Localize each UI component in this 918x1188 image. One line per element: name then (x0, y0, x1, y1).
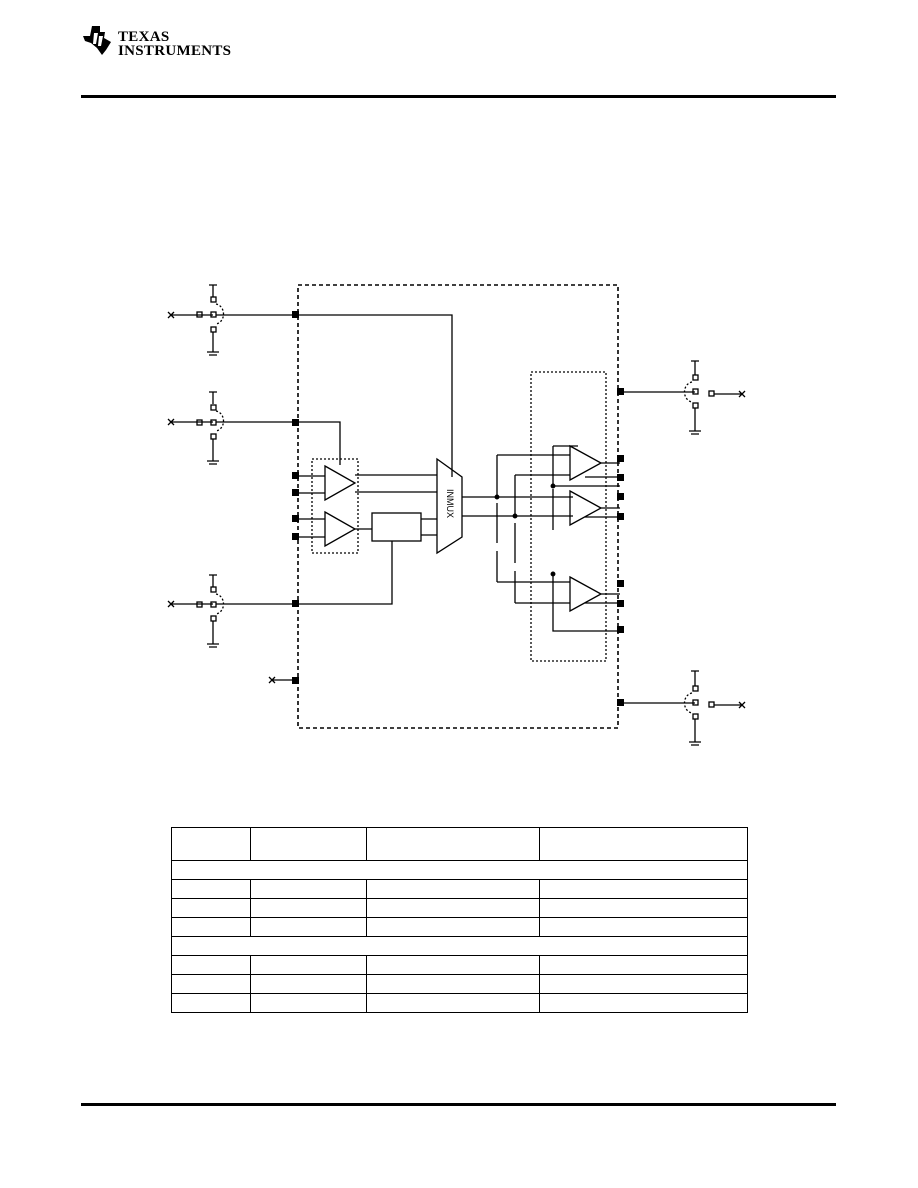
wires-amp-inputs (299, 475, 325, 538)
wires-filter-to-mux (421, 518, 437, 536)
wire-bottom-to-filter (299, 541, 393, 605)
table-cell (539, 917, 748, 937)
table-cell (366, 879, 540, 899)
wires-comparator-out (601, 462, 620, 595)
wires-amp1-out (355, 474, 437, 493)
table-section-title (171, 860, 748, 880)
table-cell (171, 955, 251, 975)
table-cell (539, 955, 748, 975)
table-cell (366, 993, 540, 1013)
table-cell (250, 974, 367, 994)
table-header-cell (250, 827, 367, 861)
table-header-cell (539, 827, 748, 861)
specification-table (171, 827, 748, 1013)
wire-top-to-mux (299, 314, 453, 477)
table-cell (171, 879, 251, 899)
table-cell (250, 898, 367, 918)
table-header-cell (171, 827, 251, 861)
table-cell (366, 974, 540, 994)
ti-logo: TEXAS INSTRUMENTS (80, 24, 232, 64)
filter-block (371, 512, 422, 542)
comparator-group-box (530, 371, 607, 662)
comparator-3 (569, 575, 603, 613)
logo-line-texas: TEXAS (118, 29, 170, 45)
block-diagram: INMUX (167, 284, 746, 746)
footer-rule (81, 1103, 836, 1106)
table-row (171, 955, 748, 975)
table-row (171, 879, 748, 899)
table-cell (539, 974, 748, 994)
table-header-cell (366, 827, 540, 861)
amplifier-2 (324, 510, 357, 548)
table-cell (366, 955, 540, 975)
table-cell (171, 917, 251, 937)
table-cell (250, 879, 367, 899)
table-cell (171, 974, 251, 994)
switch-network-5 (619, 670, 746, 746)
table-cell (539, 879, 748, 899)
comparator-1 (569, 444, 603, 482)
header-rule (81, 95, 836, 98)
table-row (171, 993, 748, 1013)
table-row (171, 917, 748, 937)
switch-network-2 (167, 391, 296, 465)
input-mux (436, 457, 463, 555)
mux-label: INMUX (445, 489, 455, 518)
comparator-2 (569, 489, 603, 527)
table-row (171, 898, 748, 918)
amplifier-1 (324, 464, 357, 502)
table-cell (539, 993, 748, 1013)
wires-mux-out (462, 496, 573, 517)
table-cell (366, 917, 540, 937)
table-cell (250, 917, 367, 937)
table-section-title (171, 936, 748, 956)
bus-lines (496, 455, 516, 603)
table-header-row (171, 827, 748, 861)
table-section-row (171, 860, 748, 880)
wire-ref-to-amp (299, 421, 341, 465)
table-cell (250, 955, 367, 975)
chip-pins (292, 311, 624, 706)
switch-network-3 (167, 574, 296, 648)
table-cell (171, 993, 251, 1013)
table-cell (171, 898, 251, 918)
switch-network-1 (167, 284, 296, 356)
table-row (171, 974, 748, 994)
ti-logo-icon (83, 26, 111, 55)
pin-x-left (268, 676, 296, 684)
logo-line-instruments: INSTRUMENTS (118, 43, 232, 59)
table-section-row (171, 936, 748, 956)
wires-comparator-aux (585, 476, 620, 604)
switch-network-4 (619, 360, 746, 435)
table-cell (250, 993, 367, 1013)
table-cell (539, 898, 748, 918)
amplifier-group-box (311, 458, 359, 554)
wires-bus-to-comparators (497, 454, 570, 604)
chip-outline (297, 284, 619, 729)
table-cell (366, 898, 540, 918)
